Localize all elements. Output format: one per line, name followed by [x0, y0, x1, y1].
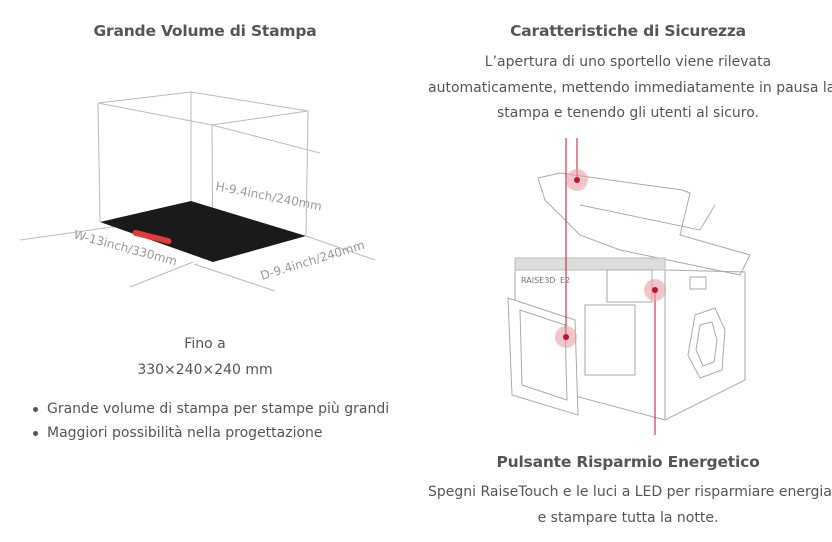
build-size: Fino a 330×240×240 mm	[0, 332, 410, 383]
bed-handle	[132, 229, 172, 245]
energy-title: Pulsante Risparmio Energetico	[496, 453, 760, 471]
printer-brand: RAISE3D	[521, 276, 555, 285]
feature-item: Grande volume di stampa per stampe più g…	[31, 397, 389, 421]
safety-description: L’apertura di uno sportello viene rileva…	[428, 50, 832, 127]
energy-line: e stampare tutta la notte.	[537, 509, 719, 526]
feature-item: Maggiori possibilità nella progettazione	[31, 421, 389, 445]
sensor-markers	[555, 169, 666, 348]
printer-door	[507, 297, 579, 416]
energy-line: Spegni RaiseTouch e le luci a LED per ri…	[428, 484, 832, 500]
printer-lid	[537, 172, 751, 276]
safety-line: L’apertura di uno sportello viene rileva…	[484, 54, 772, 70]
printer-illustration: RAISE3D E2	[507, 138, 751, 435]
safety-title: Caratteristiche di Sicurezza	[510, 22, 746, 40]
side-panel-logo	[687, 307, 726, 379]
build-volume-diagram: H-9.4inch/240mm W-13inch/330mm D-9.4inch…	[20, 91, 376, 292]
safety-line: stampa e tenendo gli utenti al sicuro.	[496, 105, 760, 121]
build-size-intro: Fino a	[184, 336, 226, 352]
printer-model: E2	[560, 276, 570, 285]
build-volume-title: Grande Volume di Stampa	[93, 22, 317, 40]
build-size-value: 330×240×240 mm	[137, 361, 273, 378]
print-bed	[100, 201, 306, 262]
safety-line: automaticamente, mettendo immediatamente…	[428, 79, 832, 96]
feature-list: Grande volume di stampa per stampe più g…	[31, 397, 389, 445]
energy-description: Spegni RaiseTouch e le luci a LED per ri…	[428, 480, 832, 531]
